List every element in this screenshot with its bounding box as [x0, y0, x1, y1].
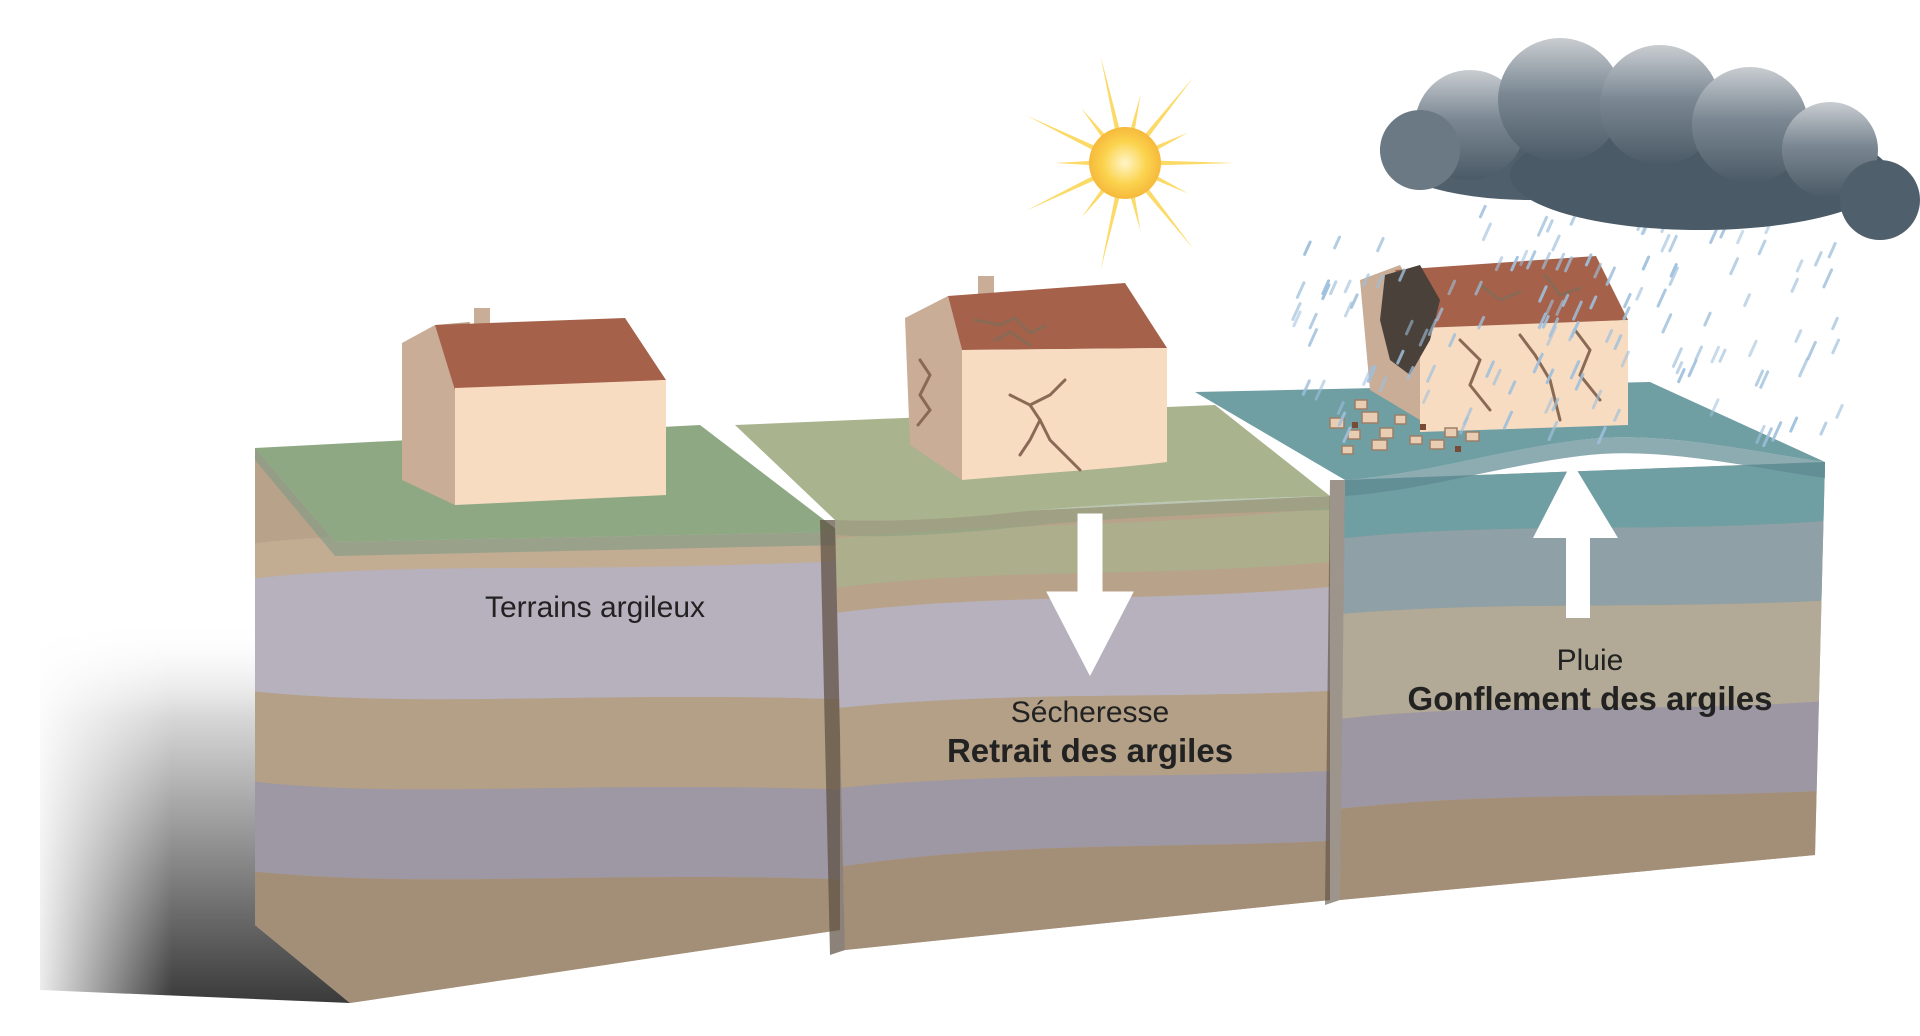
roof — [1395, 256, 1628, 330]
block-c-top — [1195, 382, 1825, 480]
house-collapsing — [1329, 256, 1628, 455]
sun-icon — [1025, 55, 1235, 271]
crack-lines — [1458, 273, 1602, 422]
crack-lines — [916, 316, 1082, 472]
arrow-down-icon — [1046, 513, 1134, 677]
roof — [948, 283, 1167, 350]
cloud-icon — [1380, 38, 1920, 240]
label-terrains-argileux: Terrains argileux — [485, 591, 705, 624]
label-secheresse: Sécheresse — [1011, 696, 1169, 729]
roof — [435, 318, 666, 390]
house-cracked — [905, 276, 1167, 480]
house-front-wall — [962, 348, 1167, 480]
rain-icon — [1291, 198, 1844, 448]
house-front-wall — [455, 380, 666, 505]
label-gonflement-des-argiles: Gonflement des argiles — [1408, 680, 1773, 717]
block-terrains-argileux — [255, 425, 840, 1003]
rubble — [1329, 399, 1480, 455]
house-front-wall — [1420, 320, 1628, 432]
ground-shadow — [40, 620, 350, 1003]
house-intact — [402, 308, 666, 505]
label-retrait-des-argiles: Retrait des argiles — [947, 732, 1233, 769]
wall-hole — [1380, 265, 1440, 375]
label-pluie: Pluie — [1557, 644, 1624, 677]
arrow-up-icon — [1533, 462, 1618, 618]
